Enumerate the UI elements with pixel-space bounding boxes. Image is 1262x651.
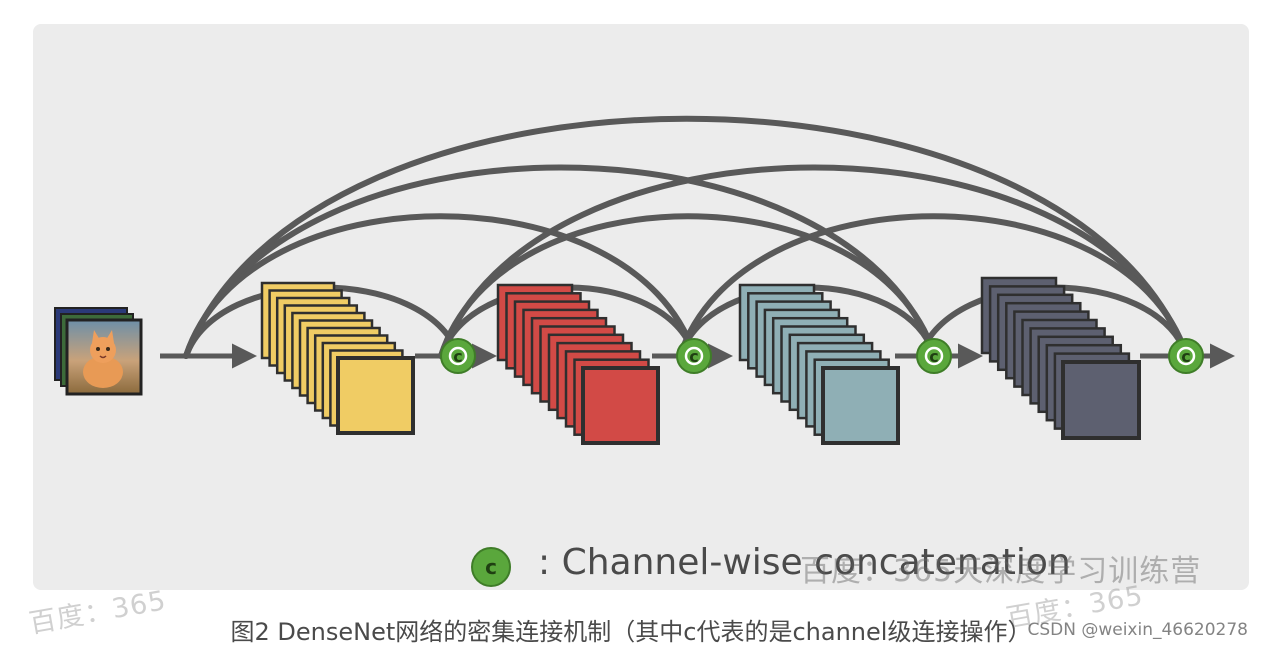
feature-block-1 <box>262 283 413 433</box>
feature-map-front <box>338 358 413 433</box>
feature-block-4 <box>982 278 1139 438</box>
feature-map-front <box>1063 362 1139 438</box>
concat-node: c <box>441 339 475 373</box>
feature-map-front <box>823 368 898 443</box>
feature-block-3 <box>740 285 898 443</box>
feature-map-front <box>583 368 658 443</box>
legend-node-label: c <box>485 555 497 579</box>
concat-node: c <box>1169 339 1203 373</box>
legend: c <box>472 548 510 586</box>
concat-node-label: c <box>1181 347 1190 366</box>
legend-concat-node: c <box>472 548 510 586</box>
concat-node-label: c <box>929 347 938 366</box>
input-image-stack <box>55 308 141 394</box>
concat-node: c <box>677 339 711 373</box>
feature-block-2 <box>498 285 658 443</box>
concat-node: c <box>917 339 951 373</box>
caption-credit: CSDN @weixin_46620278 <box>1027 620 1248 640</box>
concat-node-label: c <box>689 347 698 366</box>
concat-node-label: c <box>453 347 462 366</box>
